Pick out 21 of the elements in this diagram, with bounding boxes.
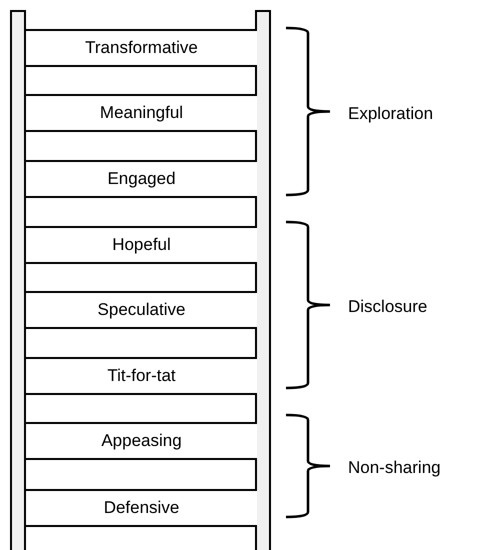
ladder-rung: [26, 291, 257, 329]
group-label: Non-sharing: [348, 458, 441, 478]
ladder-rung: [26, 422, 257, 460]
group-label: Disclosure: [348, 297, 428, 317]
rung-label: Appeasing: [101, 431, 182, 451]
rung-label: Engaged: [107, 169, 176, 189]
rung-label: Transformative: [85, 38, 198, 58]
rung-label: Tit-for-tat: [107, 366, 176, 386]
ladder-rung: [26, 489, 257, 527]
ladder-rail: [10, 10, 26, 550]
rung-label: Speculative: [98, 300, 186, 320]
ladder-rail: [255, 10, 271, 550]
rung-label: Defensive: [104, 498, 180, 518]
ladder-rung: [26, 357, 257, 395]
rung-label: Hopeful: [112, 235, 171, 255]
ladder-rung: [26, 160, 257, 198]
group-label: Exploration: [348, 104, 434, 124]
ladder-rung: [26, 226, 257, 264]
ladder-rung: [26, 29, 257, 67]
rung-label: Meaningful: [100, 103, 184, 123]
ladder-rung: [26, 94, 257, 132]
